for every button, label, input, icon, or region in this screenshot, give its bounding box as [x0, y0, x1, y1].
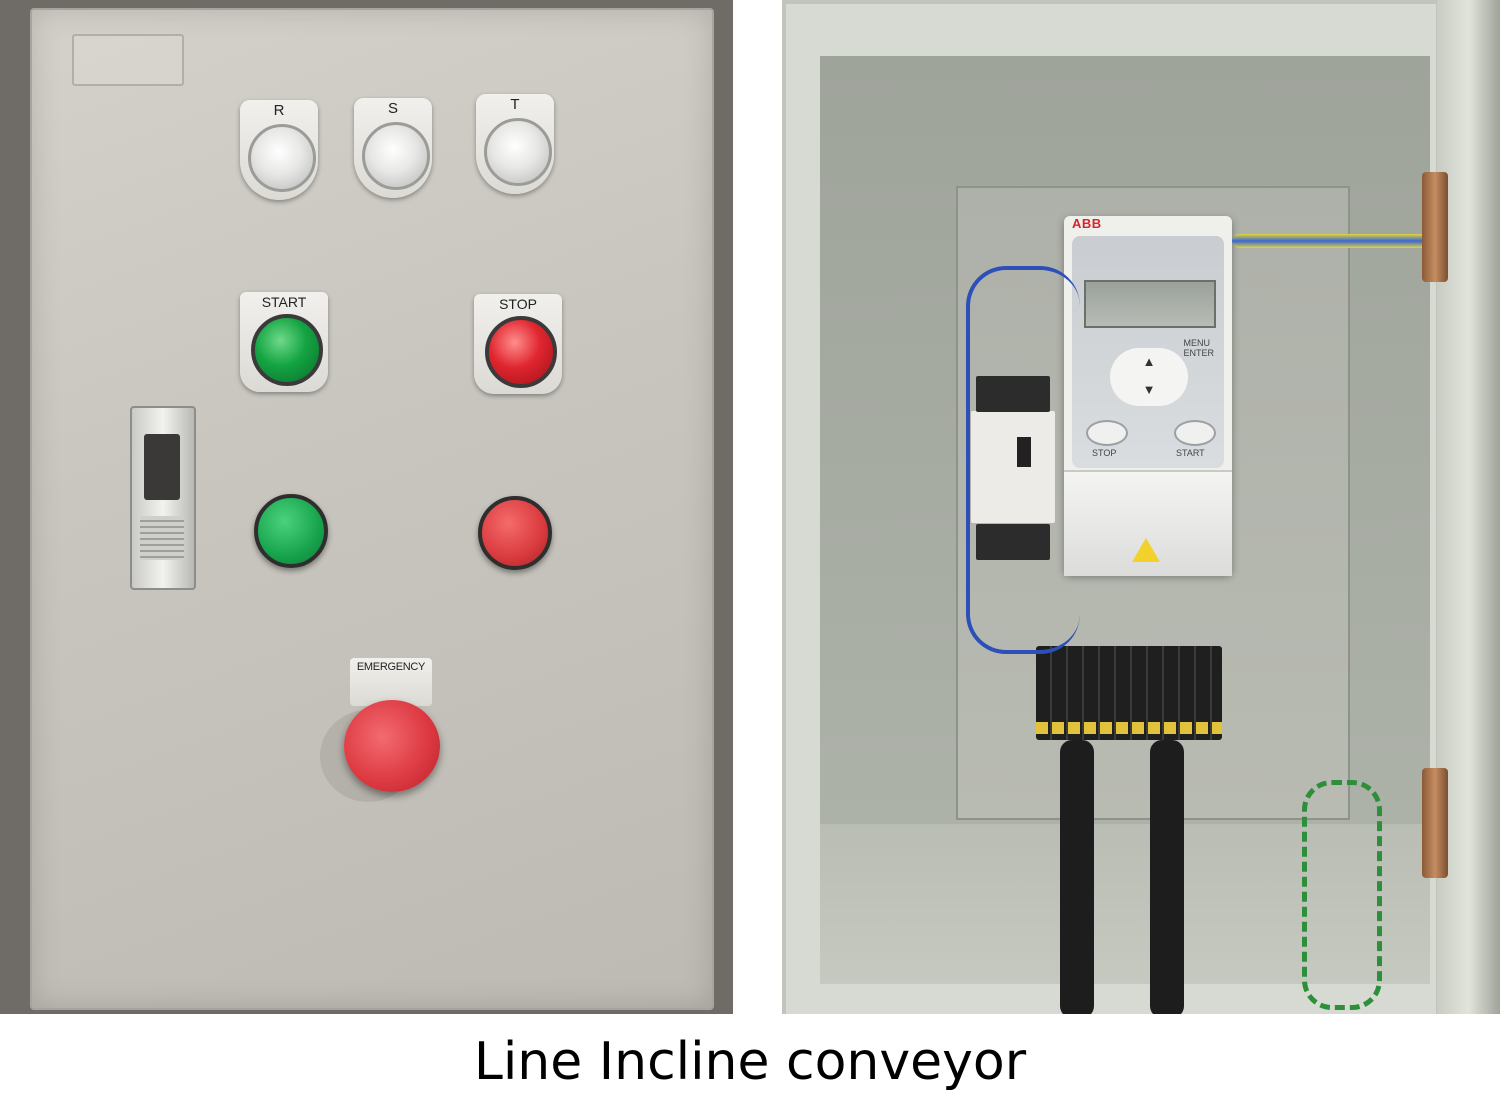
drive-stop-label: STOP	[1092, 448, 1117, 458]
arrow-keys-icon: ▲▼	[1110, 348, 1188, 406]
panel-door: R S T START STOP EMERGENCY	[30, 8, 714, 1010]
bottom-hinge	[1422, 768, 1448, 878]
logo-plate	[72, 34, 184, 86]
door-wire-harness	[1232, 234, 1462, 248]
drive-stop-key	[1086, 420, 1128, 446]
drive-brand: ABB	[1072, 216, 1102, 231]
red-lamp-icon	[485, 316, 557, 388]
figure-caption: Line Incline conveyor	[473, 1032, 1027, 1092]
variable-frequency-drive: ABB MENU ENTER ▲▼ STOP START	[1064, 216, 1232, 576]
emergency-label: EMERGENCY	[356, 661, 426, 673]
breaker-toggle	[1017, 437, 1031, 467]
pilot-lamp-label: R	[273, 102, 285, 119]
pilot-lamp-s: S	[354, 98, 432, 198]
main-disconnect-switch	[130, 406, 196, 590]
control-panel-front-photo: R S T START STOP EMERGENCY	[0, 0, 733, 1014]
control-panel-inside-photo: ABB MENU ENTER ▲▼ STOP START	[782, 0, 1500, 1014]
pilot-lamp-r: R	[240, 100, 318, 200]
breaker-bottom-terminals	[976, 524, 1050, 560]
green-lamp-icon	[251, 314, 323, 386]
lamp-lens-icon	[248, 124, 316, 192]
stop-label: STOP	[499, 296, 537, 312]
stop-pushbutton	[478, 496, 552, 570]
lamp-lens-icon	[362, 122, 430, 190]
blue-wire-loop	[966, 266, 1080, 654]
drive-start-key	[1174, 420, 1216, 446]
pilot-lamp-t: T	[476, 94, 554, 194]
drive-display	[1084, 280, 1216, 328]
motor-cable	[1150, 740, 1184, 1014]
pilot-lamp-label: S	[387, 100, 398, 117]
drive-start-label: START	[1176, 448, 1205, 458]
high-voltage-warning-icon	[1132, 538, 1160, 562]
start-indicator: START	[240, 292, 328, 392]
start-pushbutton	[254, 494, 328, 568]
start-label: START	[261, 294, 307, 310]
lamp-lens-icon	[484, 118, 552, 186]
enclosure-frame: ABB MENU ENTER ▲▼ STOP START	[782, 0, 1462, 1014]
power-cable	[1060, 740, 1094, 1014]
ground-coil-wire	[1302, 780, 1382, 1010]
pilot-lamp-label: T	[510, 96, 520, 113]
terminal-markers	[1036, 722, 1222, 734]
switch-slot	[144, 434, 180, 500]
breaker-top-terminals	[976, 376, 1050, 412]
stop-indicator: STOP	[474, 294, 562, 394]
enter-label: ENTER	[1183, 348, 1214, 358]
terminal-block	[1036, 646, 1222, 740]
drive-keypad: MENU ENTER ▲▼ STOP START	[1072, 236, 1224, 468]
drive-body	[1064, 470, 1232, 576]
menu-label: MENU	[1183, 338, 1210, 348]
top-hinge	[1422, 172, 1448, 282]
enclosure-floor	[820, 824, 1430, 984]
emergency-tag: EMERGENCY	[350, 658, 432, 706]
drive-menu-enter: MENU ENTER	[1183, 338, 1214, 358]
emergency-stop-mushroom	[344, 700, 440, 792]
switch-grip	[140, 516, 184, 560]
